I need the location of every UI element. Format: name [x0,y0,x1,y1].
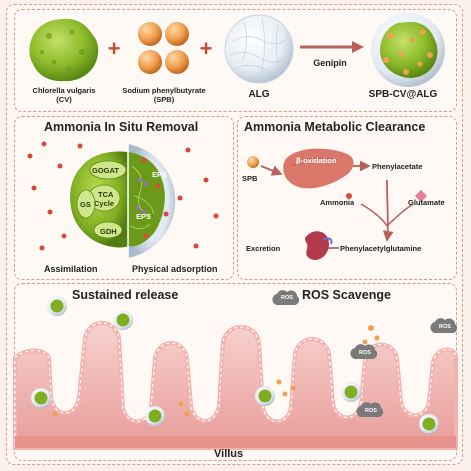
villus-label: Villus [214,448,244,460]
tca-label: TCA [98,190,114,199]
alg-label: ALG [248,89,270,100]
ros-scavenge-title: ROS Scavenge [302,288,391,302]
eps-label-2: EPS [136,212,152,221]
cv-abbr: (CV) [56,95,72,104]
in-situ-illustration [27,141,219,258]
eps-label-1: EPS [152,170,168,179]
beta-oxidation-label: β-oxidation [296,156,337,165]
spb-spheres-icon [138,22,189,74]
metabolic-pathway [247,148,427,261]
spb-name: Sodium phenylbutyrate [122,86,206,95]
ros-cloud-label-1: ROS [281,295,293,301]
glutamate-label: Glutamate [408,198,445,207]
phenylacetylglutamine-label: Phenylacetylglutamine [340,244,422,253]
ros-cloud-label-4: ROS [439,324,451,330]
cv-name: Chlorella vulgaris [32,86,96,95]
phenylacetate-label: Phenylacetate [372,162,423,171]
alg-bead-icon [224,14,294,84]
plus-sign-2: + [199,36,213,61]
gdh-label: GDH [100,227,117,236]
spb-cv-alg-icon [371,13,445,87]
spb-label: SPB [242,174,258,183]
in-situ-title: Ammonia In Situ Removal [44,120,199,134]
reaction-arrow [300,41,364,53]
genipin-label: Genipin [313,58,347,68]
ammonia-label: Ammonia [320,198,355,207]
plus-sign-1: + [107,36,121,61]
ros-cloud-label-2: ROS [359,350,371,356]
gs-label: GS [80,200,91,209]
metabolic-title: Ammonia Metabolic Clearance [244,120,426,134]
product-label: SPB-CV@ALG [368,89,438,100]
spb-abbr: (SPB) [153,95,175,104]
excretion-label: Excretion [246,244,281,253]
cycle-label: Cycle [94,199,115,208]
intestine-illustration [13,290,458,450]
sustained-release-title: Sustained release [72,288,179,302]
chlorella-icon [29,18,99,82]
ros-cloud-label-3: ROS [365,408,377,414]
physical-adsorption-label: Physical adsorption [132,264,218,274]
gogat-label: GOGAT [92,166,119,175]
assimilation-label: Assimilation [44,264,98,274]
